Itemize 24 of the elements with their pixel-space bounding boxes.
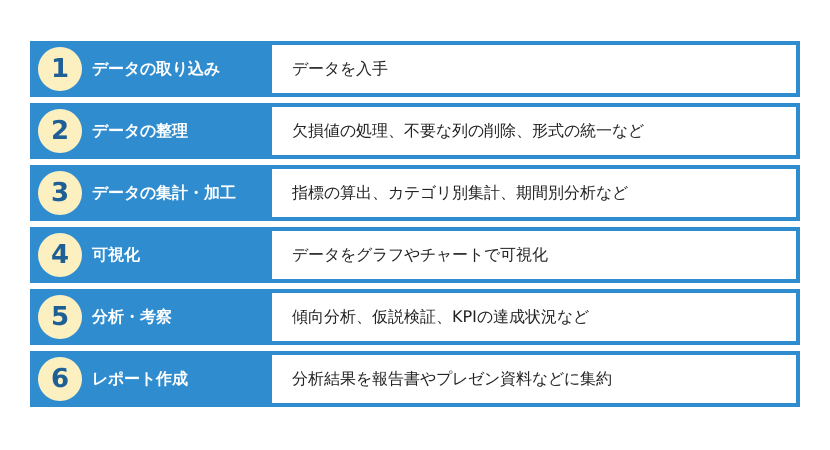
step-number: 3 — [38, 171, 82, 215]
step-description: データを入手 — [272, 45, 796, 93]
step-band — [30, 165, 800, 221]
step-description: 分析結果を報告書やプレゼン資料などに集約 — [272, 355, 796, 403]
step-band — [30, 103, 800, 159]
step-description: データをグラフやチャートで可視化 — [272, 231, 796, 279]
step-band — [30, 41, 800, 97]
step-band — [30, 227, 800, 283]
step-band — [30, 289, 800, 345]
step-number: 5 — [38, 295, 82, 339]
step-description: 欠損値の処理、不要な列の削除、形式の統一など — [272, 107, 796, 155]
step-title: データの取り込み — [92, 58, 220, 80]
step-title: データの集計・加工 — [92, 182, 236, 204]
step-number: 1 — [38, 47, 82, 91]
step-number: 6 — [38, 357, 82, 401]
step-title: 可視化 — [92, 244, 140, 266]
step-number: 4 — [38, 233, 82, 277]
step-description: 指標の算出、カテゴリ別集計、期間別分析など — [272, 169, 796, 217]
step-title: 分析・考察 — [92, 306, 172, 328]
step-number: 2 — [38, 109, 82, 153]
step-band — [30, 351, 800, 407]
step-description: 傾向分析、仮説検証、KPIの達成状況など — [272, 293, 796, 341]
step-title: データの整理 — [92, 120, 188, 142]
step-title: レポート作成 — [92, 368, 188, 390]
